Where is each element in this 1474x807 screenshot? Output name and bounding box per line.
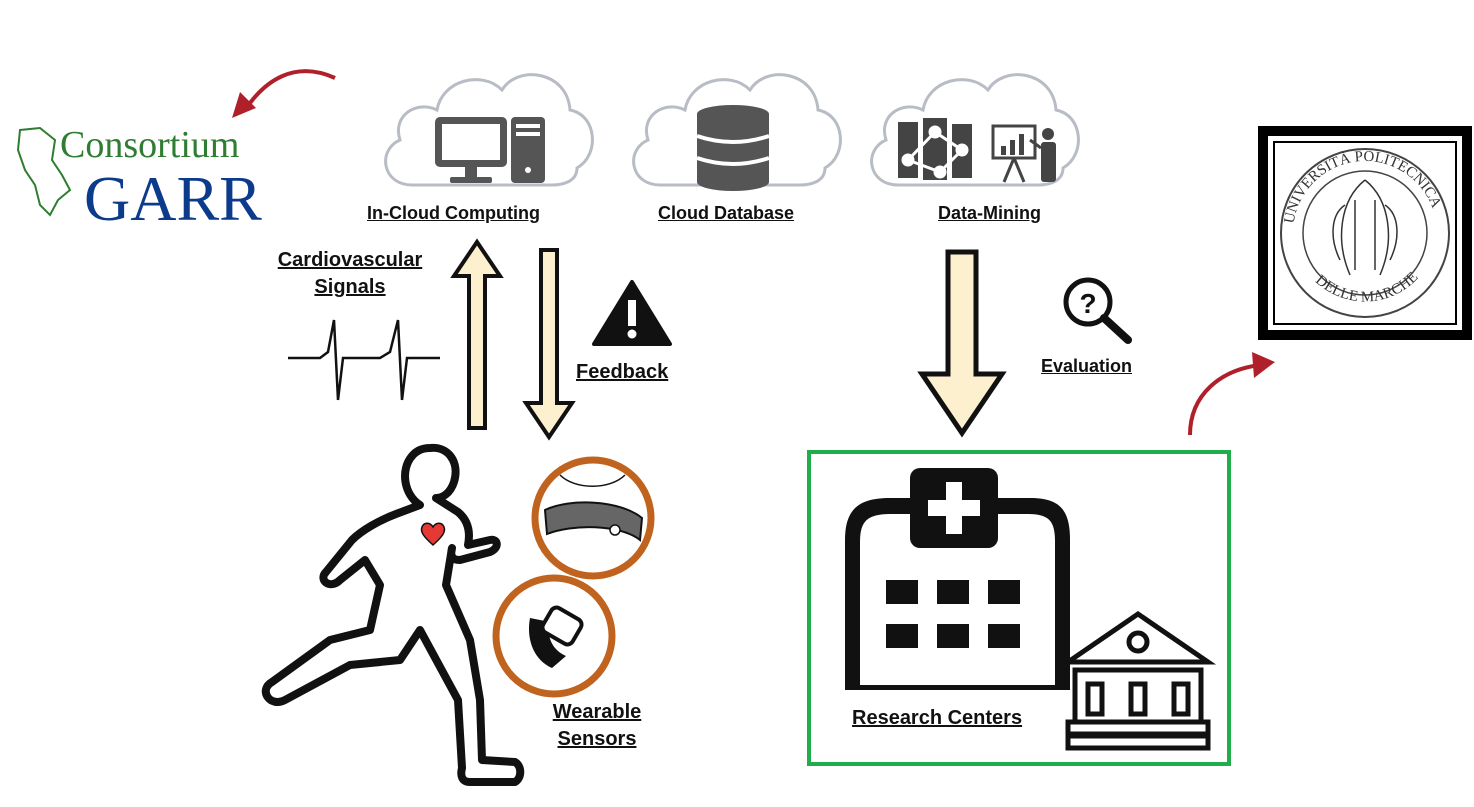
signals-label: Cardiovascular Signals [252, 249, 448, 299]
institution-building-icon [1059, 610, 1217, 751]
evaluation-magnifier-icon: ? [1063, 277, 1132, 344]
arrowhead-icon [1252, 352, 1275, 378]
sensors-label-line2: Sensors [557, 728, 637, 750]
research-centers-label: Research Centers [852, 707, 1023, 729]
heart-icon [420, 522, 446, 547]
curved-arrow-icon [243, 69, 336, 112]
cloud-database-label: Cloud Database [658, 203, 795, 223]
svg-text:?: ? [1079, 288, 1096, 319]
warning-icon [592, 280, 672, 346]
chest-strap-sensor [531, 456, 655, 580]
evaluation-label: Evaluation [1041, 356, 1133, 376]
garr-logo-line2: GARR [84, 163, 262, 234]
garr-logo: Consortium GARR [16, 124, 262, 234]
runner-icon [262, 443, 525, 786]
research-centers-box [807, 450, 1231, 766]
datamining-down-arrow-icon [917, 249, 1007, 438]
italy-map-icon [16, 126, 72, 217]
presentation-icon [991, 124, 1056, 183]
signals-label-line1: Cardiovascular [277, 249, 423, 271]
feedback-label: Feedback [576, 361, 669, 383]
ecg-signal-icon [288, 319, 440, 401]
seal-emblem-icon [1332, 179, 1398, 276]
univpm-seal: UNIVERSITÀ POLITECNICA DELLE MARCHE [1258, 126, 1472, 340]
computer-icon [435, 117, 545, 183]
feedback-arrow-icon [522, 248, 576, 441]
sensors-label-line1: Wearable [552, 701, 642, 723]
arrowhead-icon [232, 92, 256, 118]
sensors-label: Wearable Sensors [530, 701, 664, 751]
hospital-icon [845, 468, 1070, 690]
garr-logo-line1: Consortium [60, 124, 239, 166]
data-network-icon [898, 118, 972, 180]
cloud-computing-label: In-Cloud Computing [367, 203, 540, 223]
wrist-sensor [492, 574, 616, 698]
upload-arrow-icon [450, 238, 504, 430]
cloud-datamining-label: Data-Mining [938, 203, 1041, 223]
signals-label-line2: Signals [314, 276, 386, 298]
database-icon [696, 105, 770, 191]
curved-arrow-icon [1188, 363, 1261, 436]
